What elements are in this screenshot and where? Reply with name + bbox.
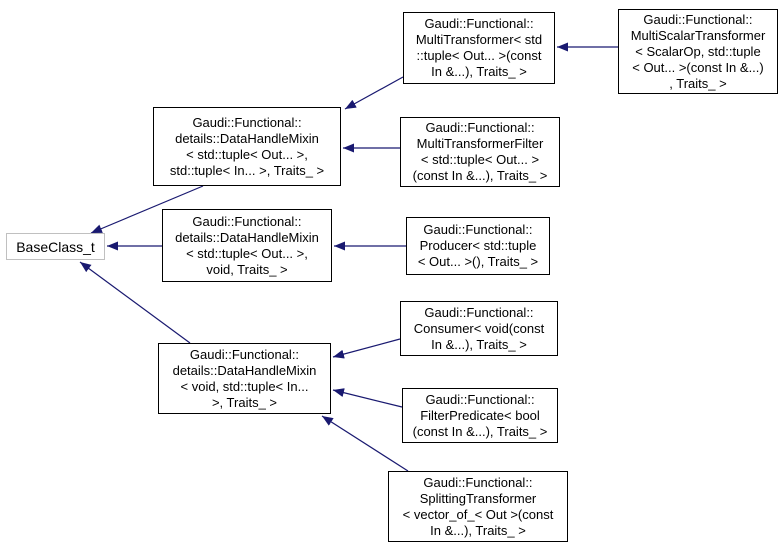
node-producer[interactable]: Gaudi::Functional:: Producer< std::tuple… (406, 217, 550, 275)
edge-splittingtransformer-to-datahandlemixin-void-in (321, 415, 409, 472)
node-consumer[interactable]: Gaudi::Functional:: Consumer< void(const… (400, 301, 558, 356)
edge-filterpredicate-to-datahandlemixin-void-in (332, 388, 403, 408)
node-multiscalartransformer[interactable]: Gaudi::Functional:: MultiScalarTransform… (618, 9, 778, 94)
node-multitransformer[interactable]: Gaudi::Functional:: MultiTransformer< st… (403, 12, 555, 84)
node-datahandlemixin-void-in[interactable]: Gaudi::Functional:: details::DataHandleM… (158, 343, 331, 414)
node-multitransformerfilter[interactable]: Gaudi::Functional:: MultiTransformerFilt… (400, 117, 560, 187)
node-baseclass-t[interactable]: BaseClass_t (6, 233, 105, 260)
node-datahandlemixin-out-in[interactable]: Gaudi::Functional:: details::DataHandleM… (153, 107, 341, 186)
node-splittingtransformer[interactable]: Gaudi::Functional:: SplittingTransformer… (388, 471, 568, 542)
edge-datahandlemixin-out-in-to-baseclass (90, 185, 204, 234)
node-datahandlemixin-out-void[interactable]: Gaudi::Functional:: details::DataHandleM… (162, 209, 332, 282)
node-filterpredicate[interactable]: Gaudi::Functional:: FilterPredicate< boo… (402, 388, 558, 443)
edge-consumer-to-datahandlemixin-void-in (332, 338, 401, 359)
edge-multitransformer-to-datahandlemixin-out-in (344, 76, 404, 110)
edge-datahandlemixin-void-in-to-baseclass (79, 261, 191, 344)
